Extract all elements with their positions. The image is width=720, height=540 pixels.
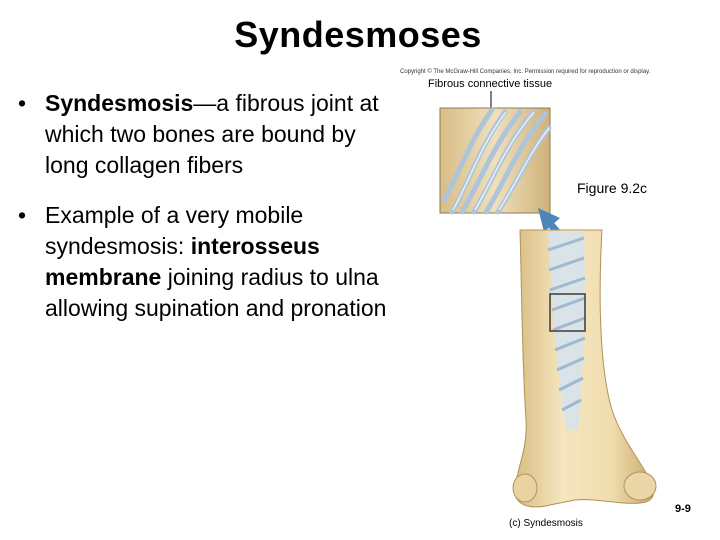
- term-interosseus-membrane: interosseus membrane: [45, 233, 320, 290]
- bullet-list: • Syndesmosis—a fibrous joint at which t…: [18, 88, 398, 324]
- slide-title: Syndesmoses: [234, 14, 482, 55]
- example-text: joining radius to ulna allowing supinati…: [45, 264, 387, 321]
- bullet-syndesmosis: • Syndesmosis—a fibrous joint at which t…: [18, 88, 398, 181]
- example-intro: Example of a very mobile syndesmosis:: [45, 202, 304, 259]
- definition-text: —a fibrous joint at which two bones are …: [45, 90, 379, 178]
- bullet-example: • Example of a very mobile syndesmosis: …: [18, 200, 398, 324]
- label-fibrous-tissue: Fibrous connective tissue: [428, 78, 553, 90]
- figure-caption: (c) Syndesmosis: [509, 518, 583, 529]
- bone-illustration: [512, 229, 657, 508]
- bullet-marker: •: [18, 90, 27, 116]
- fiber-inset: [439, 107, 552, 215]
- page-number: 9-9: [675, 503, 691, 515]
- bullet-marker: •: [18, 202, 27, 228]
- inset-indicator-box: [549, 293, 586, 332]
- copyright-notice: Copyright © The McGraw-Hill Companies, I…: [400, 69, 651, 75]
- term-syndesmosis: Syndesmosis: [45, 90, 194, 116]
- figure-number: Figure 9.2c: [577, 180, 648, 196]
